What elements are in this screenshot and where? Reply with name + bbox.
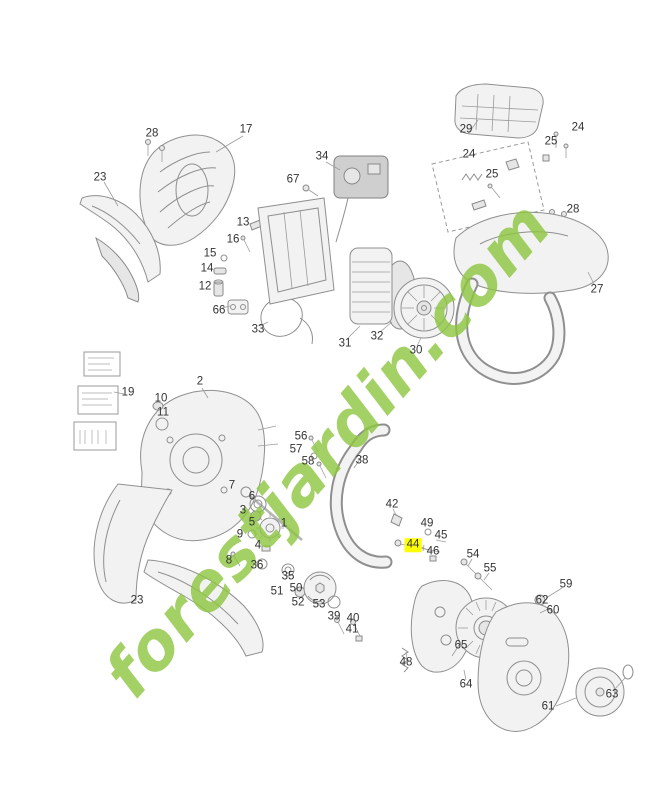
part-sketch-handle-housing [453, 211, 609, 385]
part-label-51: 51 [270, 585, 284, 598]
part-label-53: 53 [312, 598, 326, 611]
part-label-57: 57 [289, 443, 303, 456]
part-label-34: 34 [315, 150, 329, 163]
part-label-32: 32 [370, 330, 384, 343]
part-sketch-screws-28-left [145, 139, 165, 162]
part-label-5: 5 [248, 516, 256, 529]
part-label-36: 36 [250, 559, 264, 572]
part-sketch-cap [575, 664, 634, 717]
part-label-65: 65 [454, 639, 468, 652]
part-label-35: 35 [281, 570, 295, 583]
part-label-42: 42 [385, 498, 399, 511]
part-label-67: 67 [286, 173, 300, 186]
part-sketch-flywheel [393, 277, 455, 339]
part-sketch-side-plate [401, 580, 475, 673]
part-label-44: 44 [404, 538, 422, 552]
part-label-23: 23 [93, 171, 107, 184]
part-sketch-carburetor [302, 155, 389, 243]
part-label-24: 24 [462, 148, 476, 161]
part-sketch-sprocket-cover [477, 602, 570, 732]
part-label-39: 39 [327, 610, 341, 623]
part-label-40: 40 [346, 612, 360, 625]
part-label-25: 25 [485, 168, 499, 181]
part-label-60: 60 [546, 604, 560, 617]
part-label-11: 11 [157, 406, 169, 419]
part-label-56: 56 [294, 430, 308, 443]
part-label-50: 50 [289, 582, 303, 595]
part-label-63: 63 [605, 688, 619, 701]
part-label-10: 10 [154, 392, 168, 405]
part-label-49: 49 [420, 517, 434, 530]
leader-lines [103, 119, 626, 707]
part-sketch-clutch [294, 571, 341, 609]
part-sketch-handle-moulding [79, 195, 161, 303]
part-label-38: 38 [355, 454, 369, 467]
part-label-6: 6 [248, 490, 256, 503]
part-sketch-airbox-panel [257, 197, 335, 305]
part-label-12: 12 [198, 280, 212, 293]
part-label-54: 54 [466, 548, 480, 561]
part-label-3: 3 [239, 504, 247, 517]
part-label-16: 16 [226, 233, 240, 246]
part-label-8: 8 [225, 554, 233, 567]
part-label-7: 7 [228, 479, 236, 492]
part-label-25: 25 [544, 135, 558, 148]
part-label-9: 9 [236, 528, 244, 541]
part-label-66: 66 [212, 304, 226, 317]
part-sketch-brake-bolts [334, 617, 363, 642]
part-sketch-crankcase [140, 389, 279, 542]
part-label-59: 59 [559, 578, 573, 591]
part-sketch-clip-group [431, 131, 569, 233]
part-label-64: 64 [459, 678, 473, 691]
part-label-52: 52 [291, 596, 305, 609]
part-label-48: 48 [399, 656, 413, 669]
part-label-46: 46 [426, 545, 440, 558]
part-label-27: 27 [590, 283, 604, 296]
part-label-45: 45 [434, 529, 448, 542]
part-label-17: 17 [239, 123, 253, 136]
part-label-28: 28 [145, 127, 159, 140]
part-sketch-front-handle [308, 423, 393, 569]
part-label-28: 28 [566, 203, 580, 216]
part-label-19: 19 [121, 386, 135, 399]
part-sketch-top-cover [454, 83, 544, 139]
part-label-2: 2 [196, 375, 204, 388]
part-label-55: 55 [483, 562, 497, 575]
part-label-61: 61 [541, 700, 555, 713]
part-label-4: 4 [254, 539, 262, 552]
part-sketch-chain-guard [143, 559, 264, 657]
part-sketch-hand-guard [93, 483, 173, 604]
part-label-33: 33 [251, 323, 265, 336]
part-label-41: 41 [345, 623, 359, 636]
part-label-30: 30 [409, 344, 423, 357]
part-sketch-crankshaft-parts [230, 486, 303, 577]
part-label-58: 58 [301, 455, 315, 468]
part-label-23: 23 [130, 594, 144, 607]
part-label-31: 31 [338, 337, 352, 350]
part-label-62: 62 [535, 594, 549, 607]
part-label-24: 24 [571, 121, 585, 134]
part-sketch-rear-handle-housing [139, 134, 236, 246]
part-label-13: 13 [236, 216, 250, 229]
part-label-1: 1 [280, 517, 288, 530]
part-sketch-labels-set [73, 351, 121, 451]
part-label-29: 29 [459, 123, 473, 136]
part-label-15: 15 [203, 247, 217, 260]
part-label-14: 14 [200, 262, 214, 275]
